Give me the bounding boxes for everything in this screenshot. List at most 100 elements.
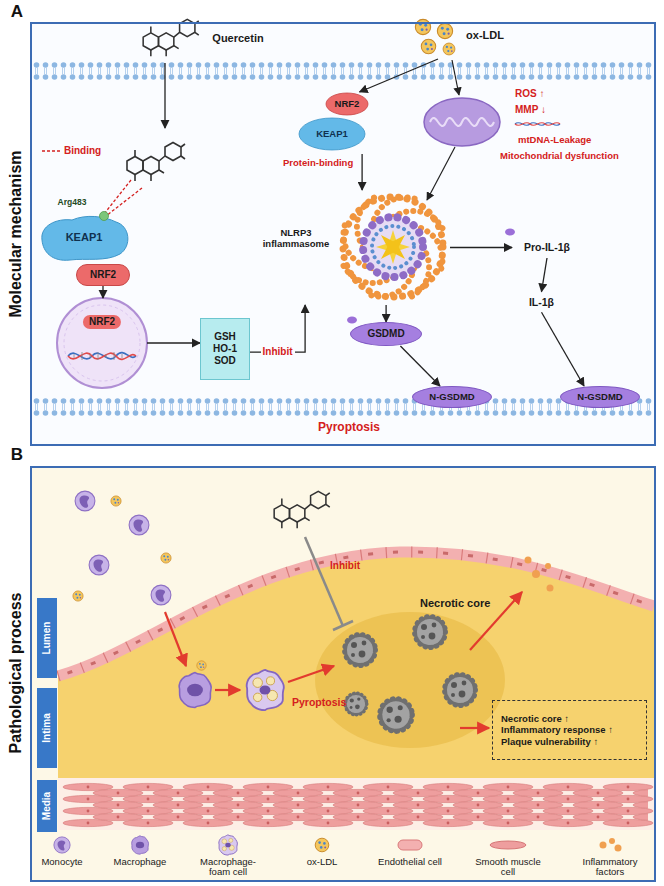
mtdna-strands — [515, 123, 560, 126]
monocytes — [89, 555, 109, 575]
ox-ldl-particles — [415, 19, 455, 55]
panel-b-ground — [58, 781, 654, 829]
ox-ldl-particles — [437, 23, 452, 38]
mtdna-strands — [515, 123, 560, 126]
ox-ldl-box: ox-LDL — [410, 14, 510, 59]
layout-arrows-b — [288, 666, 334, 682]
legend-icons — [615, 845, 622, 852]
quercetin-b — [274, 491, 330, 528]
node-text: KEAP1 — [66, 231, 103, 244]
connector — [400, 346, 440, 386]
panel-a-ground — [32, 398, 654, 416]
node-text: ox-LDL — [466, 29, 504, 42]
node-text: Quercetin — [212, 32, 263, 45]
legend-text: Endothelial cell — [375, 857, 445, 867]
inhibit-line — [333, 621, 353, 630]
annotation-label: mtDNA-Leakage — [518, 134, 591, 145]
keap1-blob — [42, 216, 128, 260]
mitochondrion — [424, 98, 500, 146]
small-blobs — [347, 229, 515, 324]
quercetin-b — [274, 491, 330, 528]
keap1-protein: Arg483KEAP1 — [38, 128, 193, 258]
node-text: HO-1 — [213, 343, 237, 355]
monocytes — [75, 491, 95, 511]
node-text: B — [11, 445, 23, 465]
inflammasome — [369, 223, 417, 271]
complex-blobs — [299, 93, 368, 150]
legend-icons — [219, 835, 238, 855]
legend-icons — [600, 842, 607, 849]
layer-tag: Media — [37, 780, 57, 832]
quercetin-label-box: Quercetin — [138, 15, 268, 63]
legend-text: Inflammatory factors — [575, 857, 645, 878]
layout-arrows-a — [452, 60, 459, 95]
small-blobs — [505, 229, 515, 236]
nucleus — [68, 353, 136, 359]
quercetin-molecule — [143, 19, 199, 56]
annotation-label: Inhibit — [330, 560, 360, 572]
outcome-box: Necrotic core ↑Inflammatory response ↑Pl… — [492, 700, 647, 760]
panel-b-ground — [58, 778, 654, 830]
inflammatory-factors — [525, 557, 532, 564]
node-text: Plaque vulnerability ↑ — [501, 736, 598, 747]
antioxidant-box: GSHHO-1SOD — [200, 318, 250, 380]
layout-arrows-a — [427, 60, 459, 200]
connector — [250, 305, 305, 352]
dead-cells — [345, 635, 375, 665]
monocytes — [129, 515, 149, 535]
node-text: Media — [41, 792, 53, 820]
binding-symbols — [42, 150, 60, 152]
inflammasome — [331, 185, 456, 310]
keap1-nrf2-complex: NRF2KEAP1 — [300, 92, 385, 154]
connector — [385, 305, 386, 322]
panel-b-ground — [88, 787, 648, 823]
dead-cells — [345, 617, 475, 731]
node-text: GSDMD — [367, 328, 404, 340]
node-text: KEAP1 — [316, 128, 348, 139]
bound-quercetin — [127, 143, 185, 182]
dead-cells — [415, 617, 445, 647]
annotation-label: Pyroptosis — [292, 696, 346, 709]
inhibit-line — [305, 537, 343, 626]
node-text: Arg483 — [58, 197, 87, 207]
complex-blobs — [326, 93, 368, 115]
monocytes — [151, 585, 171, 605]
edge-label: Inhibit — [261, 346, 295, 358]
legend-icons — [398, 840, 422, 850]
macrophage-cells — [179, 661, 284, 710]
layout-arrows-b — [460, 727, 489, 729]
connector — [164, 63, 165, 128]
node-text: N-GSDMD — [429, 391, 474, 402]
layout-arrows-b — [215, 689, 240, 691]
macrophage-cells — [197, 661, 206, 670]
connector — [147, 342, 200, 343]
macrophage-cells — [179, 673, 211, 708]
panel-b-ground — [30, 466, 656, 882]
gsdmd: GSDMD — [350, 322, 422, 346]
mitochondrion — [430, 118, 494, 126]
connector — [361, 154, 362, 190]
nrf2-protein: NRF2 — [76, 264, 130, 286]
panel-b-ground — [30, 466, 656, 882]
node-text: GSH — [214, 331, 236, 343]
panel-b-ground — [58, 552, 654, 778]
panel-a: AMolecular mechanismQuercetinox-LDLArg48… — [30, 22, 656, 446]
inflammatory-factors — [525, 557, 554, 592]
panel-b: BPathological processLumenIntimaMediaNec… — [30, 466, 656, 882]
panel-b-ground — [315, 612, 505, 748]
nlrp3-inflammasome: NLRP3 inflammasome — [262, 190, 450, 305]
panel-b-ground — [58, 552, 654, 676]
mtdna-strands — [515, 123, 560, 126]
panel-a-ground — [30, 22, 656, 446]
keap1-blob — [100, 212, 109, 221]
dead-cells — [346, 694, 367, 715]
panel-b-ground — [58, 552, 654, 676]
nucleus: NRF2 — [57, 298, 147, 388]
binding-symbols — [42, 151, 142, 216]
monocytes — [73, 591, 83, 601]
layout-arrows-a — [427, 147, 455, 200]
monocytes — [111, 496, 121, 506]
connector — [542, 312, 585, 386]
node-text: A — [11, 2, 23, 22]
panel-a-ground — [30, 22, 656, 446]
